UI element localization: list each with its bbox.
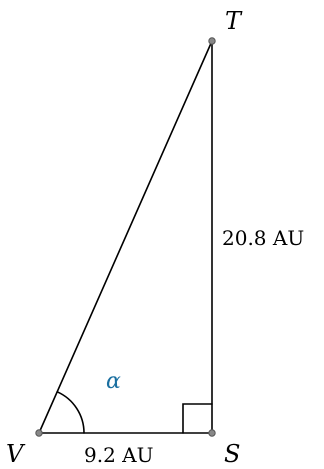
vertex-label-T: T <box>225 7 243 35</box>
vertex-label-V: V <box>6 440 26 468</box>
side-length-VS: 9.2 AU <box>84 443 153 467</box>
side-VT <box>38 40 213 434</box>
vertex-point-T <box>208 37 216 45</box>
vertex-point-V <box>35 429 43 437</box>
angle-arc-alpha <box>56 391 85 434</box>
vertex-point-S <box>208 429 216 437</box>
side-length-ST: 20.8 AU <box>222 226 304 250</box>
right-angle-marker <box>182 403 213 434</box>
vertex-label-S: S <box>224 440 240 468</box>
angle-label-alpha: α <box>106 369 121 394</box>
